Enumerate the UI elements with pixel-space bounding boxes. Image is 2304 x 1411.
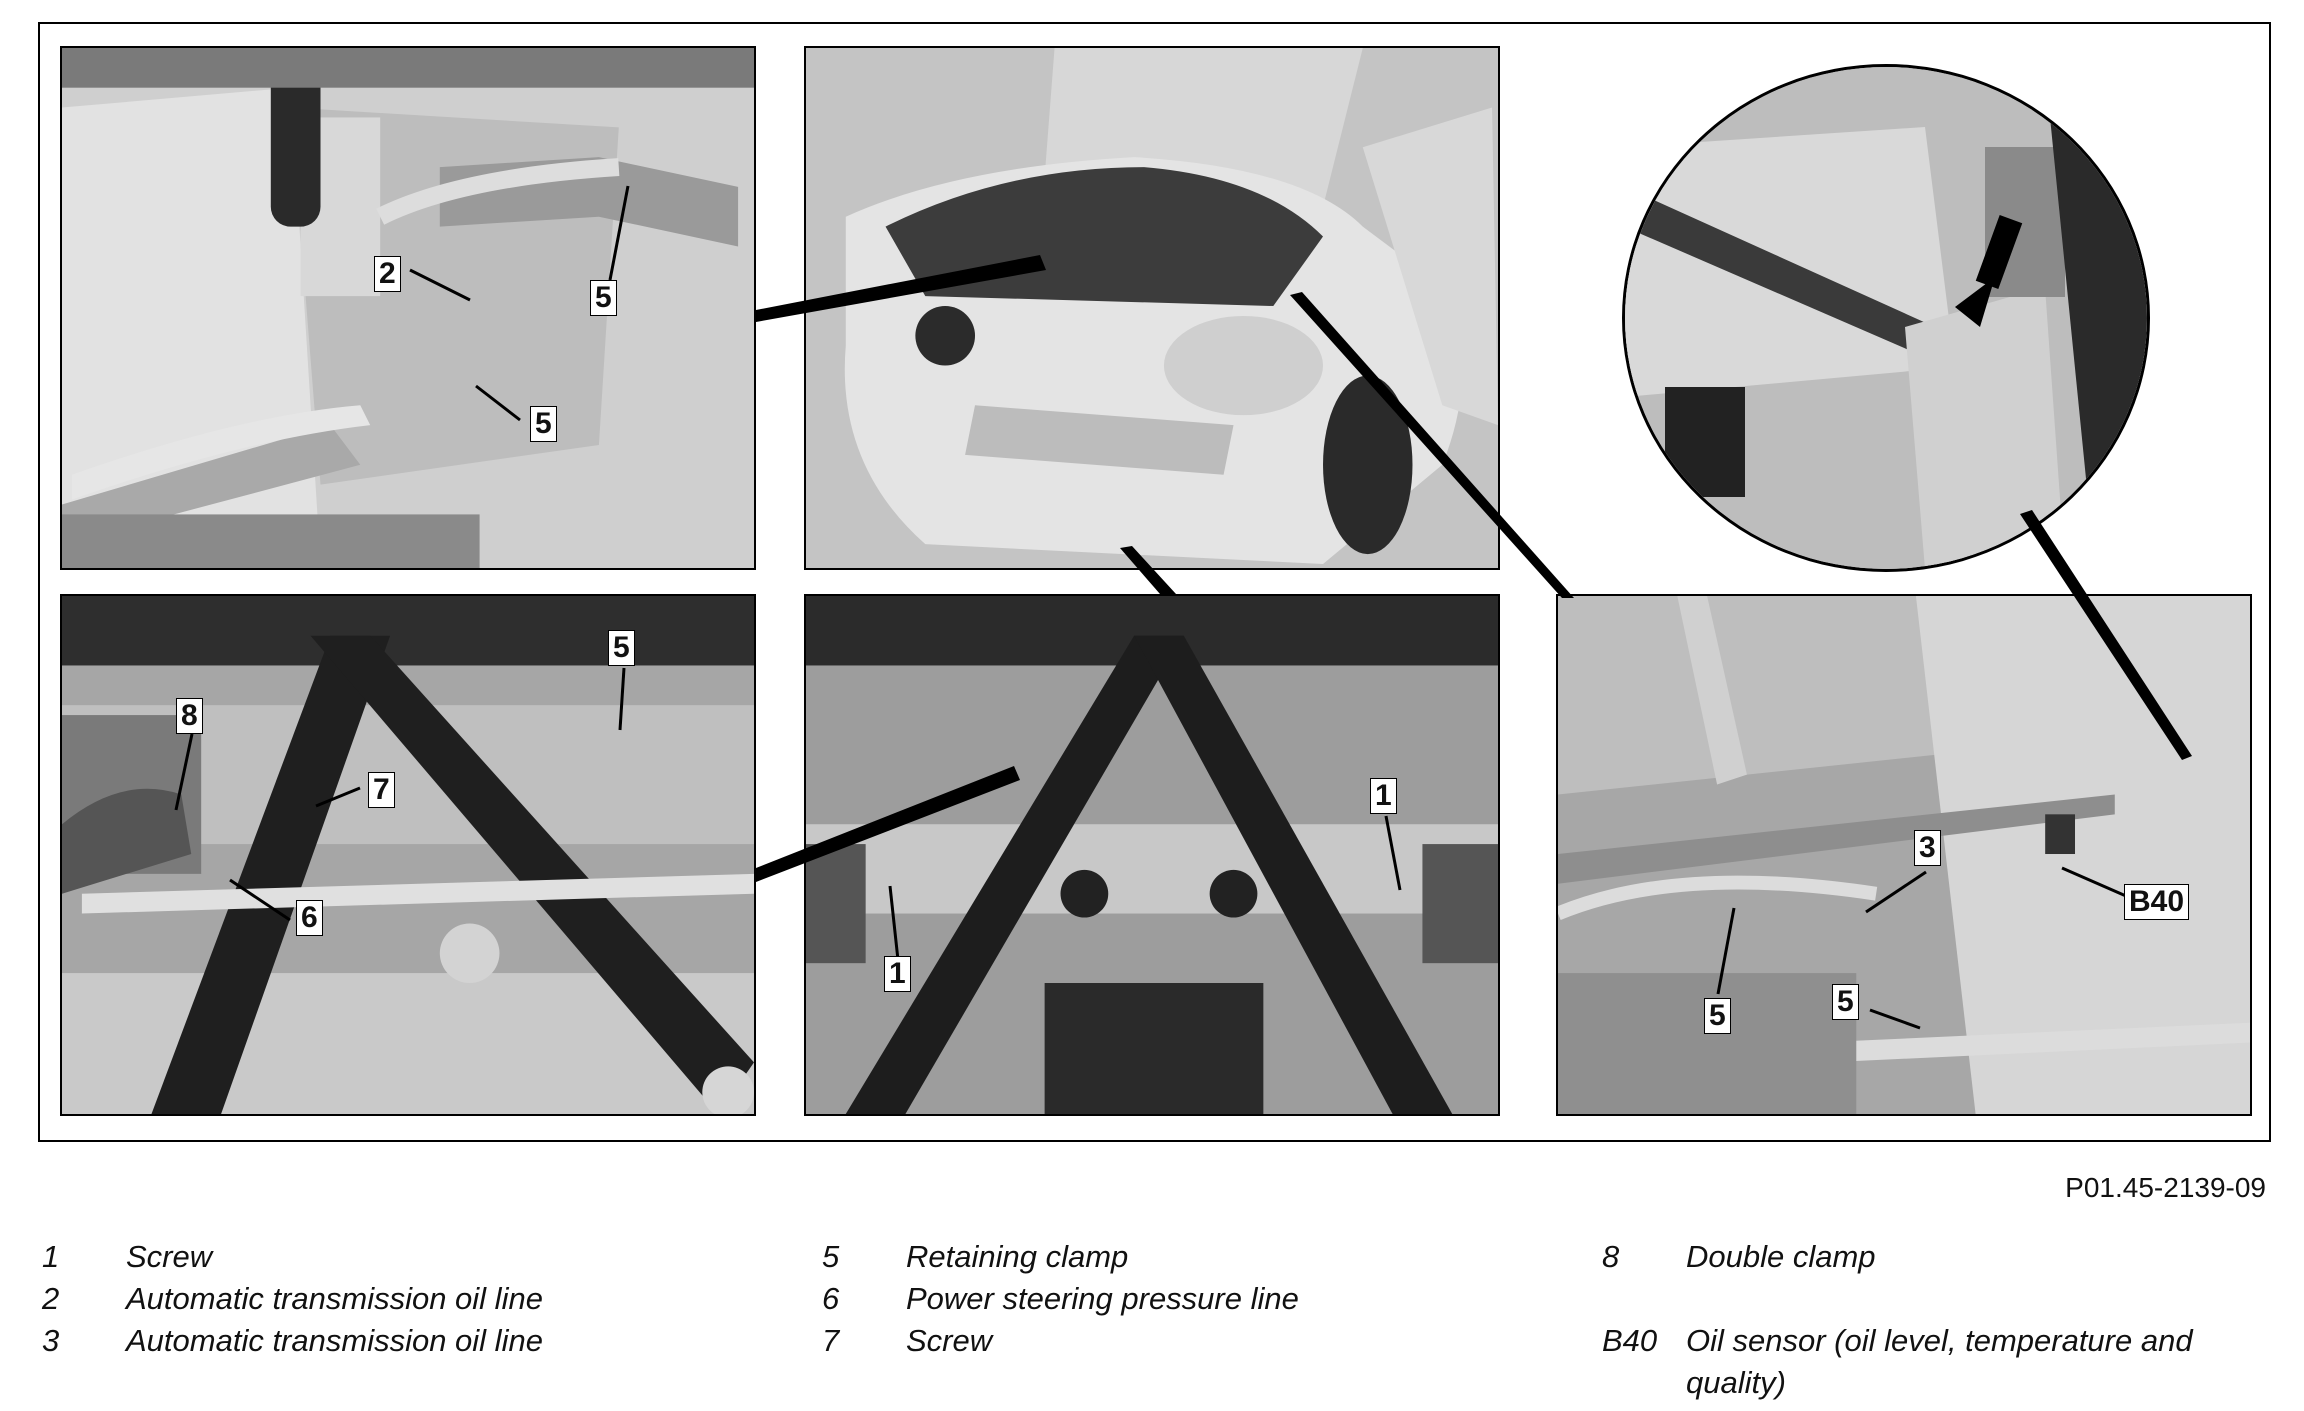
legend-text: Screw — [906, 1323, 993, 1358]
legend-column-3: 8 Double clamp B40 Oil sensor (oil level, … — [1602, 1236, 2286, 1404]
legend-number: 1 — [42, 1239, 60, 1274]
callout-1-bottom-center-left: 1 — [884, 956, 911, 992]
callout-8-bottom-left: 8 — [176, 698, 203, 734]
callout-6-bottom-left: 6 — [296, 900, 323, 936]
legend-number: B40 — [1602, 1323, 1658, 1358]
legend-item: 1 Screw — [42, 1236, 726, 1278]
callout-b40-bottom-right: B40 — [2124, 884, 2190, 920]
legend-number: 5 — [822, 1239, 840, 1274]
photo-panel-bottom-left — [60, 594, 756, 1116]
callout-5-bottom-left: 5 — [608, 630, 635, 666]
legend-number: 8 — [1602, 1239, 1620, 1274]
legend-text — [1686, 1278, 2286, 1320]
legend-item: 2 Automatic transmission oil line — [42, 1278, 726, 1320]
callout-5-bottom-right-right: 5 — [1832, 984, 1859, 1020]
callout-1-bottom-center-right: 1 — [1370, 778, 1397, 814]
legend-number: 3 — [42, 1323, 60, 1358]
legend-text: Double clamp — [1686, 1239, 1876, 1274]
legend-item: 8 Double clamp — [1602, 1236, 2286, 1278]
callout-5-top-left-upper: 5 — [590, 280, 617, 316]
callout-5-top-left-lower: 5 — [530, 406, 557, 442]
legend-item: 3 Automatic transmission oil line — [42, 1320, 726, 1362]
legend-text: Automatic transmission oil line — [126, 1323, 543, 1358]
legend-text: Retaining clamp — [906, 1239, 1129, 1274]
photo-panel-bottom-center — [804, 594, 1500, 1116]
photo-panel-bottom-right — [1556, 594, 2252, 1116]
callout-5-bottom-right-left: 5 — [1704, 998, 1731, 1034]
callout-2-top-left: 2 — [374, 256, 401, 292]
legend-number — [1602, 1278, 1686, 1320]
legend-text: Power steering pressure line — [906, 1281, 1299, 1316]
callout-7-bottom-left: 7 — [368, 772, 395, 808]
legend-item: 5 Retaining clamp — [822, 1236, 1506, 1278]
legend-item: B40 Oil sensor (oil level, temperature an… — [1602, 1320, 2286, 1404]
legend-number: 6 — [822, 1281, 840, 1316]
legend-item — [1602, 1278, 2286, 1320]
legend-item: 6 Power steering pressure line — [822, 1278, 1506, 1320]
photo-panel-vehicle-overview — [804, 46, 1500, 570]
legend-item: 7 Screw — [822, 1320, 1506, 1362]
legend-number: 2 — [42, 1281, 60, 1316]
document-id: P01.45-2139-09 — [2065, 1172, 2266, 1203]
photo-panel-top-left — [60, 46, 756, 570]
callout-3-bottom-right: 3 — [1914, 830, 1941, 866]
legend-column-2: 5 Retaining clamp 6 Power steering pressur… — [822, 1236, 1506, 1362]
legend-text: Oil sensor (oil level, temperature and q… — [1686, 1323, 2193, 1400]
magnifier-circle — [1622, 64, 2150, 572]
legend-text: Automatic transmission oil line — [126, 1281, 543, 1316]
legend-text: Screw — [126, 1239, 213, 1274]
legend-number: 7 — [822, 1323, 840, 1358]
